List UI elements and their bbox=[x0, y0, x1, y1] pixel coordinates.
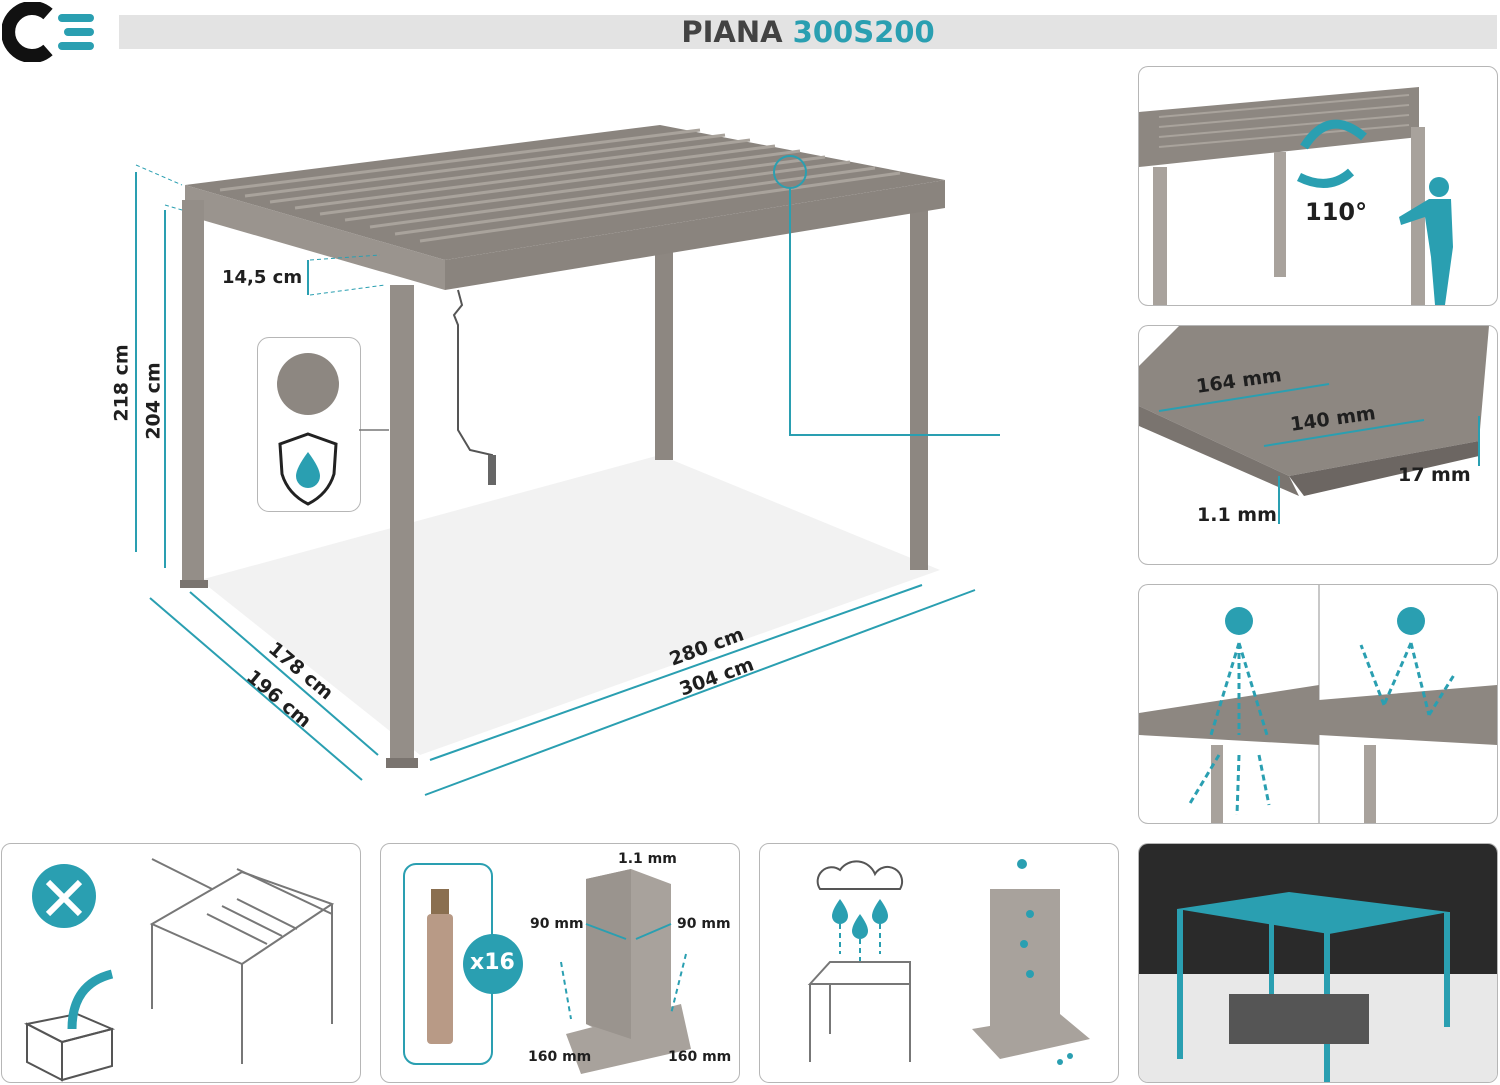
rotation-illustration bbox=[1139, 87, 1453, 305]
anchor-bolt-icon bbox=[427, 889, 453, 1044]
pergola-main-drawing bbox=[135, 125, 1000, 796]
slat-profile-illustration bbox=[1139, 326, 1489, 524]
product-name: PIANA bbox=[681, 15, 783, 49]
sun-louver-illustration bbox=[1139, 585, 1497, 823]
slat-height-label: 17 mm bbox=[1398, 464, 1471, 486]
assembly-illustration bbox=[23, 858, 335, 1082]
post-side-b-label: 90 mm bbox=[677, 916, 731, 932]
tools-icon bbox=[32, 864, 96, 928]
page-title: PIANA 300S200 bbox=[119, 15, 1497, 49]
slat-thickness-label: 1.1 mm bbox=[1197, 504, 1277, 526]
post-anchor-panel bbox=[380, 843, 740, 1083]
sun-louver-panel bbox=[1138, 584, 1498, 824]
anchor-count-label: x16 bbox=[470, 950, 515, 975]
drainage-panel bbox=[759, 843, 1119, 1083]
rotation-angle-label: 110° bbox=[1305, 198, 1368, 226]
outdoor-scene-panel bbox=[1138, 843, 1498, 1083]
title-bar bbox=[119, 15, 1497, 49]
beam-height-label: 14,5 cm bbox=[222, 267, 303, 288]
rotation-arrow-icon bbox=[1300, 119, 1367, 150]
color-swatch-icon bbox=[277, 353, 339, 415]
logo-icon bbox=[2, 2, 94, 62]
height-clear-label: 204 cm bbox=[142, 362, 165, 440]
height-total-label: 218 cm bbox=[110, 344, 133, 422]
post-side-a-label: 90 mm bbox=[530, 916, 584, 932]
slat-profile-panel bbox=[1138, 325, 1498, 565]
drainage-illustration bbox=[807, 859, 1090, 1065]
post-thickness-label: 1.1 mm bbox=[618, 851, 677, 867]
person-icon bbox=[1399, 177, 1453, 305]
model-code: 300S200 bbox=[792, 15, 935, 49]
base-b-label: 160 mm bbox=[668, 1049, 732, 1065]
cloud-icon bbox=[816, 860, 904, 890]
badge-leader-line bbox=[359, 429, 389, 431]
box-icon bbox=[23, 1012, 116, 1082]
rotation-panel bbox=[1138, 66, 1498, 306]
post-anchor-illustration bbox=[403, 863, 691, 1074]
outdoor-scene-illustration bbox=[1139, 844, 1497, 1082]
assembly-panel bbox=[1, 843, 361, 1083]
base-a-label: 160 mm bbox=[528, 1049, 592, 1065]
sun-icon bbox=[1225, 607, 1253, 635]
water-shield-icon bbox=[278, 432, 338, 506]
finish-badge bbox=[257, 337, 361, 512]
raindrop-icon bbox=[832, 899, 888, 939]
